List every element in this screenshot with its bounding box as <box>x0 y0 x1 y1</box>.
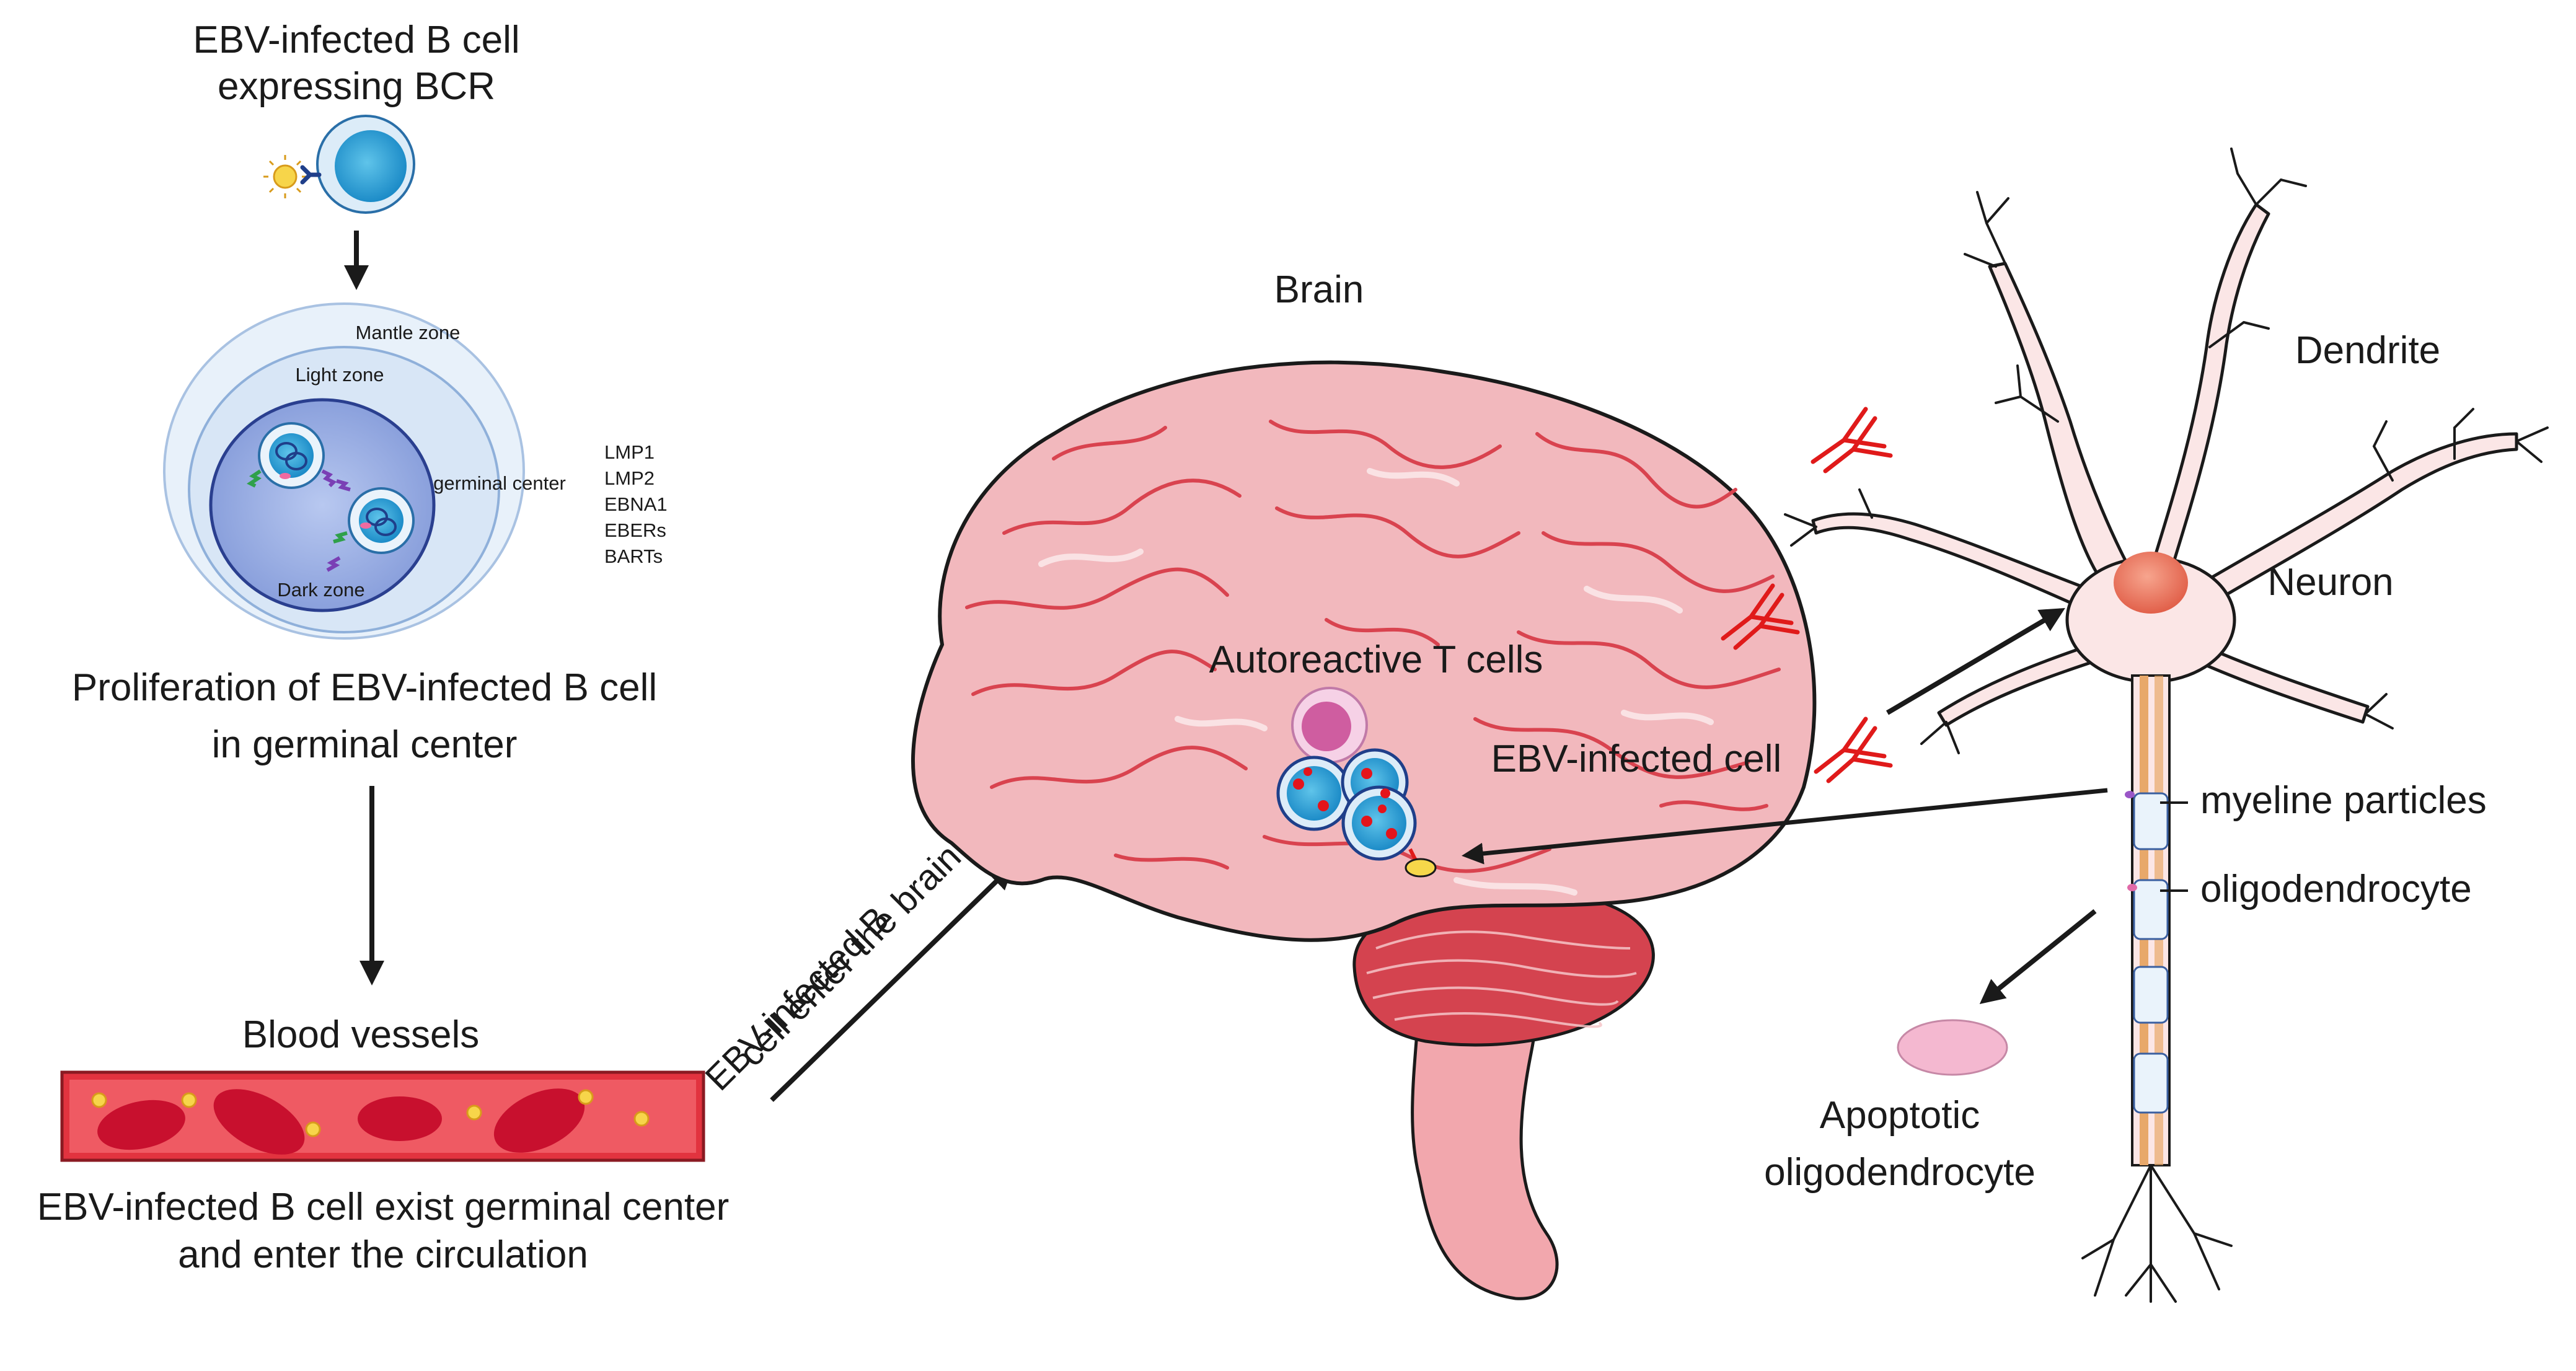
viral-product-barts: BARTs <box>604 545 663 567</box>
antibodies <box>1721 407 1893 783</box>
germinal-center-label: germinal center <box>433 472 566 494</box>
mantle-zone-label: Mantle zone <box>356 322 461 343</box>
ebv-infected-cell-label: EBV-infected cell <box>1491 738 1782 780</box>
neuron-icon <box>1784 148 2549 754</box>
circulation-label-line1: EBV-infected B cell exist germinal cente… <box>37 1186 730 1228</box>
arrow-to-apoptosis <box>1979 909 2097 1005</box>
brain-cerebrum-icon <box>911 360 1817 942</box>
infected-cell-cluster <box>1276 748 1417 861</box>
myelin-sheath-segments <box>2133 792 2169 1114</box>
light-zone-label: Light zone <box>295 364 384 386</box>
proliferation-label-line2: in germinal center <box>212 723 518 766</box>
oligodendrocyte-label: oligodendrocyte <box>2200 868 2472 910</box>
arrow-myelin-to-brain <box>1462 788 2108 865</box>
blood-vessel-icon <box>60 1070 705 1162</box>
viral-product-lmp1: LMP1 <box>604 441 655 463</box>
neuron-nucleus-icon <box>2114 552 2188 614</box>
antibody-icon <box>1721 583 1800 650</box>
autoreactive-t-cells-label: Autoreactive T cells <box>1209 638 1543 681</box>
myelin-antigen-icon <box>1405 858 1437 878</box>
neuron-label: Neuron <box>2267 561 2393 604</box>
centrocyte-icon <box>326 479 415 572</box>
antibody-icon <box>1814 716 1893 783</box>
antibody-icon <box>1811 407 1893 474</box>
oligodendrocyte-icon <box>2127 884 2137 891</box>
centroblast-icon <box>247 422 337 489</box>
viral-product-lmp2: LMP2 <box>604 467 655 489</box>
enter-brain-label-line2: cell enter the brain <box>731 837 969 1074</box>
dendrite-label: Dendrite <box>2295 329 2440 372</box>
axon-icon <box>2081 674 2233 1303</box>
brain-vessels <box>965 420 1781 873</box>
viral-product-ebers: EBERs <box>604 519 666 541</box>
circulation-label-line2: and enter the circulation <box>178 1233 588 1276</box>
proliferation-label-line1: Proliferation of EBV-infected B cell <box>72 666 657 709</box>
middle-panel: EBV-infected B cell enter the brain Brai… <box>697 268 1817 1300</box>
infected-cell-title-line1: EBV-infected B cell <box>193 19 519 61</box>
b-cell-with-bcr-icon <box>300 115 415 214</box>
ebv-virion-icon <box>263 155 307 198</box>
right-panel: Dendrite Neuron myeline particles oligod… <box>1462 148 2549 1303</box>
ebv-infected-cells-in-blood <box>91 1089 650 1137</box>
myeline-particles-label: myeline particles <box>2200 779 2487 822</box>
brain-title: Brain <box>1274 268 1364 311</box>
arrow-enter-brain <box>770 864 1014 1102</box>
dark-zone-label: Dark zone <box>277 579 364 601</box>
infected-cell-title-line2: expressing BCR <box>218 65 495 108</box>
apoptotic-label-line2: oligodendrocyte <box>1764 1151 2036 1194</box>
blood-vessels-label: Blood vessels <box>242 1013 480 1056</box>
autoreactive-t-cell-cluster <box>1276 687 1437 878</box>
germinal-center-diagram: Mantle zone Light zone germinal center D… <box>163 302 566 640</box>
arrow-to-neuron <box>1886 607 2065 715</box>
apoptotic-label-line1: Apoptotic <box>1820 1094 1980 1137</box>
left-panel: EBV-infected B cell expressing BCR <box>37 19 730 1276</box>
viral-product-ebna1: EBNA1 <box>604 493 668 515</box>
apoptotic-oligodendrocyte-icon <box>1897 1019 2008 1076</box>
myeline-particle-icon <box>2125 791 2135 798</box>
red-blood-cells <box>97 1088 585 1155</box>
viral-products-list: LMP1 LMP2 EBNA1 EBERs BARTs <box>604 441 668 567</box>
